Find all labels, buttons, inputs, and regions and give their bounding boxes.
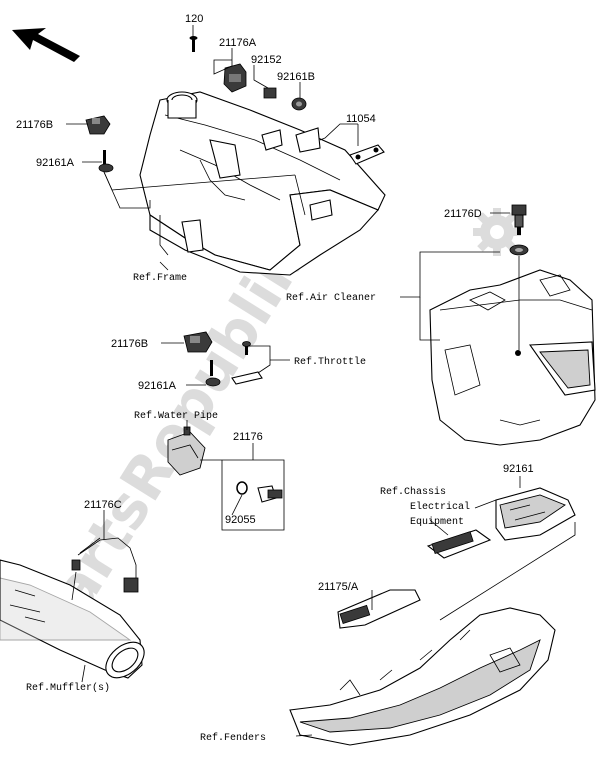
- electrical-module-92161: [495, 487, 576, 541]
- label-92152: 92152: [251, 54, 282, 66]
- label-ref-air-cleaner: Ref.Air Cleaner: [286, 292, 376, 304]
- sensor-21176B-mid: [183, 331, 213, 353]
- leaders-water-pipe: [186, 420, 285, 531]
- label-21176: 21176: [233, 431, 263, 443]
- label-92161: 92161: [503, 463, 534, 475]
- connector-block: [426, 529, 492, 559]
- label-92161B: 92161B: [277, 71, 315, 83]
- gear-icon: [473, 208, 521, 256]
- grommet-92161B: [291, 97, 307, 111]
- grommet-air-cleaner: [509, 244, 529, 256]
- sensor-21176C: [71, 537, 139, 593]
- label-21176D: 21176D: [444, 208, 482, 220]
- ecu-21175A: [337, 589, 421, 629]
- leaders-muffler: [71, 510, 105, 683]
- leaders-air-cleaner: [400, 212, 520, 350]
- grommet-92161A-top: [98, 150, 114, 173]
- label-ref-chassis-3: Equipment: [410, 516, 464, 528]
- throttle-bracket: [231, 341, 263, 385]
- label-ref-chassis-1: Ref.Chassis: [380, 486, 446, 498]
- label-ref-chassis-2: Electrical: [410, 501, 470, 513]
- label-21176A: 21176A: [219, 37, 257, 49]
- washer-92152: [263, 87, 277, 99]
- bracket-11054: [349, 144, 385, 165]
- sensor-21176B-top: [85, 115, 111, 135]
- label-ref-water-pipe: Ref.Water Pipe: [134, 410, 218, 422]
- label-ref-frame: Ref.Frame: [133, 272, 187, 284]
- frame-assembly: [139, 91, 386, 276]
- leaders-throttle: [161, 342, 290, 386]
- muffler: [0, 559, 145, 679]
- label-92161A-mid: 92161A: [138, 380, 177, 392]
- label-ref-muffler: Ref.Muffler(s): [26, 682, 110, 694]
- water-pipe: [167, 426, 206, 476]
- sensor-21176A: [223, 63, 247, 93]
- label-ref-fenders: Ref.Fenders: [200, 732, 266, 744]
- rear-fender: [289, 607, 556, 746]
- air-cleaner: [429, 269, 596, 446]
- sensor-21176D: [511, 204, 527, 235]
- label-21176C: 21176C: [84, 499, 122, 511]
- leaders-top: [66, 25, 359, 271]
- label-ref-throttle: Ref.Throttle: [294, 356, 366, 368]
- labels: 120 21176A 92152 92161B 11054 21176B 921…: [16, 13, 534, 744]
- leaders-chassis: [371, 476, 576, 621]
- label-92161A-top: 92161A: [36, 157, 75, 169]
- front-direction-arrow-icon: [12, 28, 80, 62]
- label-21176B-top: 21176B: [16, 119, 53, 131]
- label-120: 120: [185, 13, 203, 25]
- sensor-21176: [257, 485, 283, 503]
- label-92055: 92055: [225, 514, 256, 526]
- oring-92055: [236, 481, 248, 495]
- label-21175A: 21175/A: [318, 581, 359, 593]
- grommet-92161A-mid: [205, 360, 221, 387]
- label-11054: 11054: [346, 113, 376, 125]
- bolt-120: [189, 36, 198, 52]
- label-21176B-mid: 21176B: [111, 338, 148, 350]
